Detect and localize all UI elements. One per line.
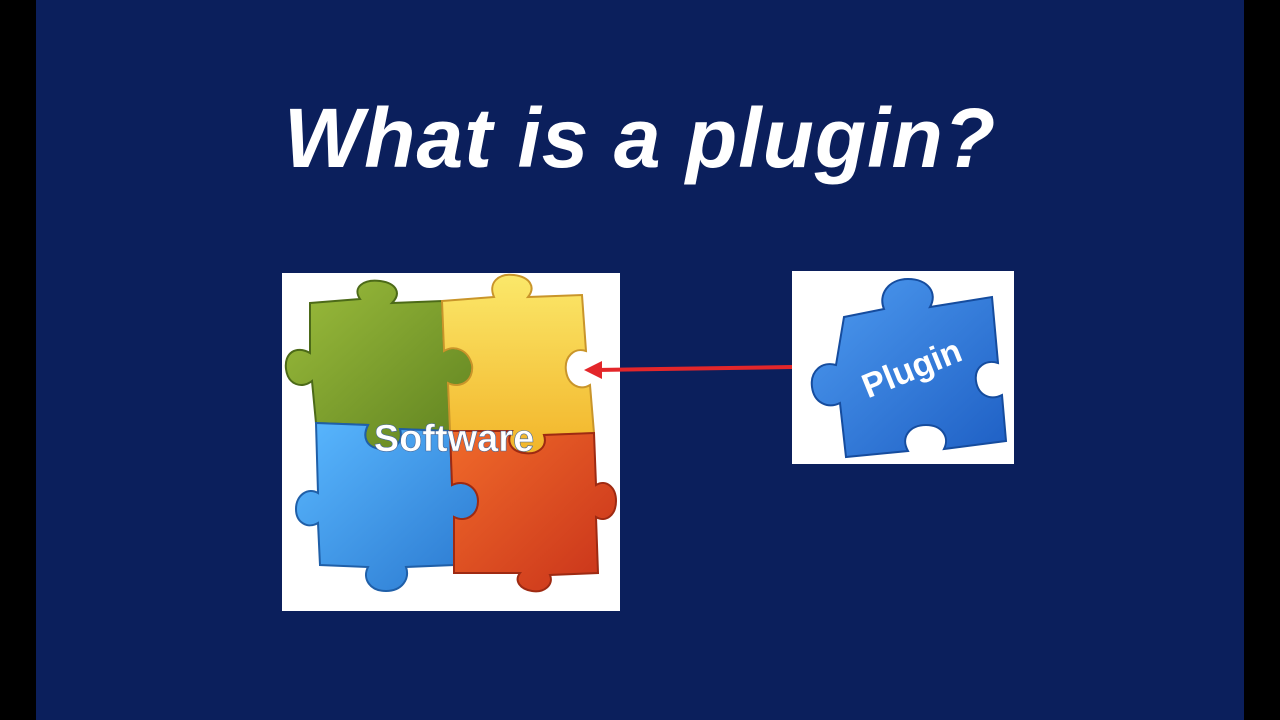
slide: What is a plugin? <box>36 0 1244 720</box>
slide-title: What is a plugin? <box>283 91 997 185</box>
software-puzzle-svg: Software <box>284 273 618 593</box>
plugin-puzzle-svg: Plugin <box>810 277 1008 459</box>
software-label: Software <box>374 418 534 460</box>
red-puzzle-piece <box>448 430 618 593</box>
plugin-puzzle-piece <box>810 277 1008 459</box>
software-puzzle-image: Software <box>282 273 620 611</box>
arrow-line <box>595 365 793 372</box>
plugin-puzzle-image: Plugin <box>792 271 1014 464</box>
